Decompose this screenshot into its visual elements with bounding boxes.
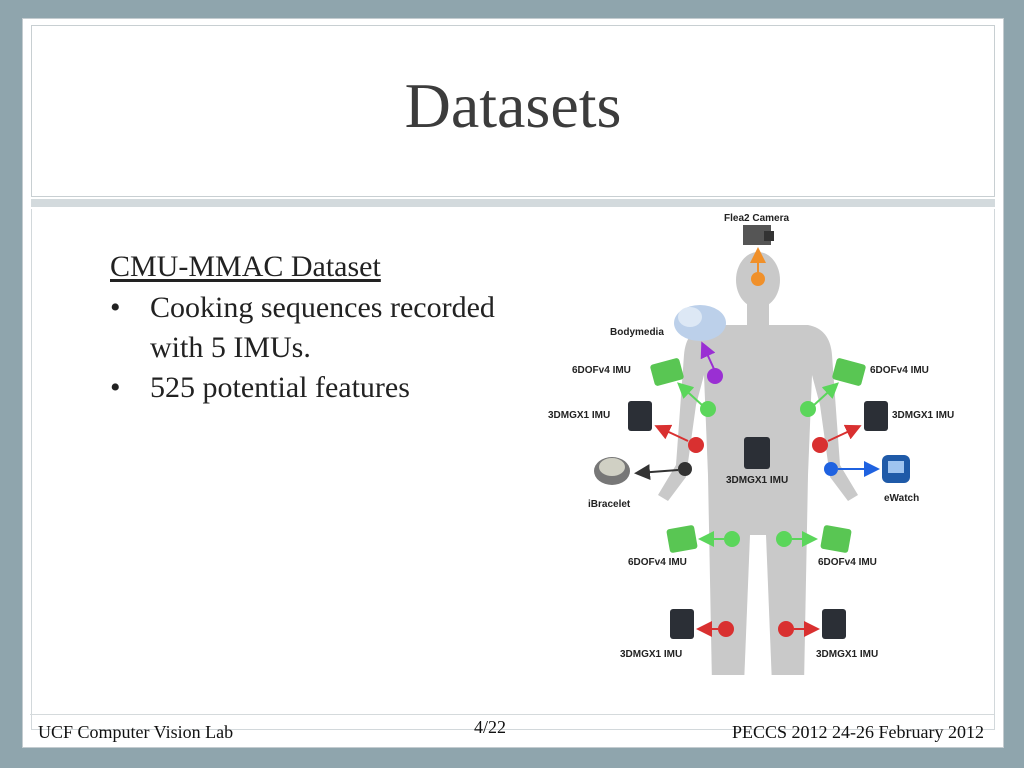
sensor-dot-left-shoulder [700, 401, 716, 417]
imu-box-icon [822, 609, 846, 639]
imu-box-icon [628, 401, 652, 431]
sensor-dot-right-wrist [824, 462, 838, 476]
imu-box-icon [670, 609, 694, 639]
sensor-dot-left-thigh [724, 531, 740, 547]
bullet-text: Cooking sequences recorded with 5 IMUs. [150, 291, 495, 364]
footer-conference: PECCS 2012 24-26 February 2012 [732, 722, 984, 742]
label-dof-right-leg: 6DOFv4 IMU [818, 557, 877, 568]
imu-board-icon [650, 358, 684, 386]
label-dof-left-arm: 6DOFv4 IMU [572, 365, 631, 376]
bullet-item: • Cooking sequences recorded with 5 IMUs… [110, 288, 530, 368]
camera-icon [743, 225, 774, 245]
sensor-dot-left-wrist [678, 462, 692, 476]
sensor-dot-right-thigh [776, 531, 792, 547]
label-camera: Flea2 Camera [724, 213, 789, 224]
sensor-placement-figure: Flea2 Camera Bodymedia 6DOFv4 IMU 6DOFv4… [548, 213, 954, 675]
imu-board-icon [666, 525, 698, 553]
title-divider [31, 199, 995, 207]
dataset-heading: CMU-MMAC Dataset [110, 250, 381, 283]
bracelet-icon [594, 457, 630, 485]
content-box [31, 209, 995, 730]
slide-title: Datasets [404, 70, 622, 141]
bullet-dot: • [110, 371, 121, 404]
title-box: Datasets [31, 25, 995, 197]
bullet-item: • 525 potential features [110, 368, 530, 408]
bullet-dot: • [110, 291, 121, 324]
label-mgx-left-arm: 3DMGX1 IMU [548, 410, 610, 421]
sensor-dot-right-shoulder [800, 401, 816, 417]
label-mgx-left-leg: 3DMGX1 IMU [620, 649, 682, 660]
footer-page-number: 4/22 [474, 717, 507, 737]
label-mgx-right-arm: 3DMGX1 IMU [892, 410, 954, 421]
sensor-dot-left-shin [718, 621, 734, 637]
label-mgx-torso: 3DMGX1 IMU [726, 475, 788, 486]
label-dof-left-leg: 6DOFv4 IMU [628, 557, 687, 568]
imu-board-icon [832, 358, 866, 386]
sensor-dot-left-forearm [688, 437, 704, 453]
sensor-dot-right-shin [778, 621, 794, 637]
label-bodymedia: Bodymedia [610, 327, 664, 338]
footer-lab-name: UCF Computer Vision Lab [38, 722, 234, 742]
imu-board-icon [820, 525, 852, 553]
imu-box-icon [864, 401, 888, 431]
sensor-dot-right-forearm [812, 437, 828, 453]
bullet-text: 525 potential features [150, 371, 410, 404]
label-dof-right-arm: 6DOFv4 IMU [870, 365, 929, 376]
slide-footer: UCF Computer Vision Lab 4/22 PECCS 2012 … [30, 714, 994, 743]
imu-box-icon [744, 437, 770, 469]
label-mgx-right-leg: 3DMGX1 IMU [816, 649, 878, 660]
sensor-dot-head [751, 272, 765, 286]
label-ewatch: eWatch [884, 493, 919, 504]
sensor-dot-upper-arm [707, 368, 723, 384]
watch-icon [882, 455, 910, 483]
slide: Datasets [22, 18, 1004, 748]
label-ibracelet: iBracelet [588, 499, 631, 510]
bodymedia-icon [674, 305, 726, 341]
